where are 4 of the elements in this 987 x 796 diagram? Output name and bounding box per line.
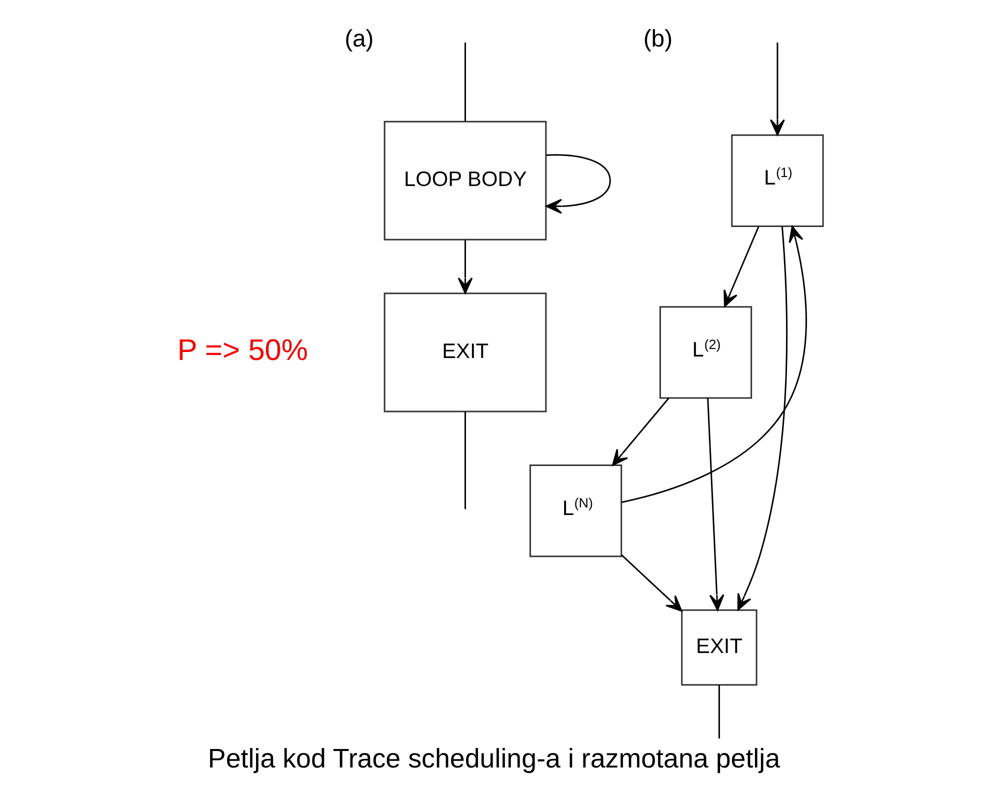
label: (b) <box>642 26 672 53</box>
caption: Petlja kod Trace scheduling-a i razmotana petlja <box>207 744 780 774</box>
label: P => 50% <box>176 334 308 367</box>
label: (a) <box>344 26 374 53</box>
